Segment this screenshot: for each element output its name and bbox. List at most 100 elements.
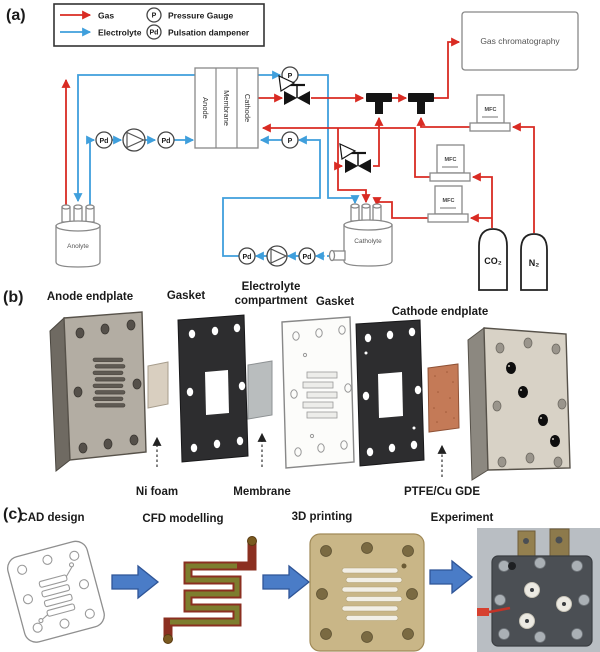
experiment-label: Experiment: [431, 512, 494, 524]
tee-connector-2: [408, 93, 434, 114]
membrane-label: Membrane: [233, 486, 291, 498]
n2-to-mfc1-line: [511, 122, 535, 233]
gas-lines: [61, 37, 535, 233]
printed-serpentine-channel: [341, 567, 403, 621]
co2-cylinder: CO₂: [478, 228, 508, 291]
legend-pressure-gauge-icon: [146, 7, 162, 23]
pd-dampener-icon: [298, 247, 316, 265]
cathode-endplate: [467, 327, 571, 481]
valve2-to-tee1-line: [373, 116, 384, 167]
catholyte-reservoir: Catholyte: [328, 203, 393, 267]
panel-c-workflow: (c) CAD design CFD modelling 3D printing…: [3, 506, 600, 652]
gas-chromatography-label: Gas chromatography: [480, 36, 560, 46]
assembled-cell: [491, 555, 593, 647]
tee2-to-gc-line: [434, 37, 461, 99]
pd-dampener-icon: [238, 247, 256, 265]
electrolyte-compartment-label: Electrolyte: [242, 281, 301, 293]
workflow-arrow-1: [111, 564, 160, 600]
experiment-photo: [477, 528, 600, 652]
mfc-1: MFC: [469, 94, 511, 132]
electrolyte-compartment-label2: compartment: [235, 295, 308, 307]
anolyte-pump-loop: Pd Pd: [95, 128, 175, 152]
gas-chromatography-box: Gas chromatography: [461, 11, 579, 71]
anode-endplate: [49, 311, 147, 472]
current-collector-tab: [549, 528, 570, 560]
printing-label: 3D printing: [292, 511, 353, 523]
gasket-window: [378, 372, 403, 418]
gasket-window: [205, 370, 229, 415]
n2-label: N₂: [529, 258, 540, 268]
panel-a-flow-diagram: (a) Gas Electrolyte P Pressure Gauge Pd …: [6, 3, 579, 291]
panel-c-label: (c): [3, 506, 23, 523]
pd-symbol: Pd: [303, 254, 312, 261]
mfc3-to-catholyte-line: [372, 197, 428, 219]
gasket-right: [355, 319, 425, 467]
mfc-3: MFC: [427, 185, 469, 223]
gasket-right-label: Gasket: [316, 296, 355, 308]
ni-foam-label: Ni foam: [136, 486, 178, 498]
mfc-label: MFC: [485, 107, 497, 113]
anode-serpentine-channel: [92, 357, 126, 408]
mfc-label: MFC: [445, 157, 457, 163]
mfc2-to-cathode-line: [261, 123, 430, 178]
gasket-left-label: Gasket: [167, 290, 206, 302]
cathode-label: Cathode: [243, 94, 252, 122]
tee-connector-1: [366, 93, 392, 114]
legend-gas-label: Gas: [98, 11, 114, 21]
electrolyte-lines: [73, 70, 360, 261]
red-tubing: [477, 608, 489, 616]
panel-a-label: (a): [6, 7, 26, 24]
pump-blade-icon: [270, 248, 288, 264]
membrane-sheet: [247, 360, 273, 420]
mfc-label: MFC: [443, 198, 455, 204]
anode-label: Anode: [201, 97, 210, 119]
anolyte-outlet-line: [86, 135, 96, 205]
anode-endplate-label: Anode endplate: [47, 291, 133, 303]
anolyte-label: Anolyte: [67, 243, 89, 250]
cad-drawing: [7, 540, 105, 643]
co2-to-mfc2-line: [471, 172, 493, 228]
anode-return-line: [73, 74, 195, 203]
pressure-symbol: P: [288, 73, 293, 80]
cad-design-label: CAD design: [19, 512, 84, 524]
n2-cylinder: N₂: [520, 233, 548, 291]
anolyte-reservoir: Anolyte: [55, 204, 101, 268]
red-tubing-line: [488, 606, 511, 614]
needle-valve-2: [339, 142, 371, 173]
cathode-ports: [506, 362, 560, 447]
pump-blade-icon: [126, 131, 145, 149]
ni-foam: [147, 361, 169, 409]
panel-b-label: (b): [3, 289, 23, 306]
pd-symbol: Pd: [243, 254, 252, 261]
compartment-serpentine-channel: [302, 371, 338, 419]
membrane-label: Membrane: [222, 90, 231, 126]
electrolyte-compartment: [281, 316, 355, 469]
catholyte-label: Catholyte: [354, 238, 382, 245]
gde-label: PTFE/Cu GDE: [404, 486, 480, 498]
ptfe-cu-gde: [427, 363, 460, 433]
catholyte-loop-line: [222, 135, 321, 257]
gasket-left: [177, 314, 249, 463]
legend-pd-label: Pulsation dampener: [168, 28, 250, 38]
legend-pressure-symbol: P: [152, 13, 157, 20]
pd-symbol: Pd: [162, 138, 171, 145]
catholyte-pump-loop: Pd Pd: [238, 245, 316, 267]
legend-pressure-label: Pressure Gauge: [168, 11, 233, 21]
co2-label: CO₂: [484, 256, 502, 266]
workflow-arrow-3: [429, 559, 474, 595]
cathode-to-catholyte-line: [298, 74, 360, 205]
cathode-endplate-label: Cathode endplate: [392, 306, 488, 318]
cell-fittings: [519, 582, 572, 629]
workflow-arrow-2: [262, 564, 311, 600]
current-collector-tab: [517, 530, 536, 560]
legend: Gas Electrolyte P Pressure Gauge Pd Puls…: [53, 3, 265, 47]
mfc1-to-tee2-line: [416, 116, 470, 128]
legend-electrolyte-label: Electrolyte: [98, 28, 142, 38]
mfc-2: MFC: [429, 144, 471, 182]
cfd-modelling-label: CFD modelling: [142, 513, 223, 525]
branch-to-catholyte-line: [337, 128, 371, 204]
pd-dampener-icon: [157, 131, 175, 149]
pressure-symbol: P: [288, 138, 293, 145]
